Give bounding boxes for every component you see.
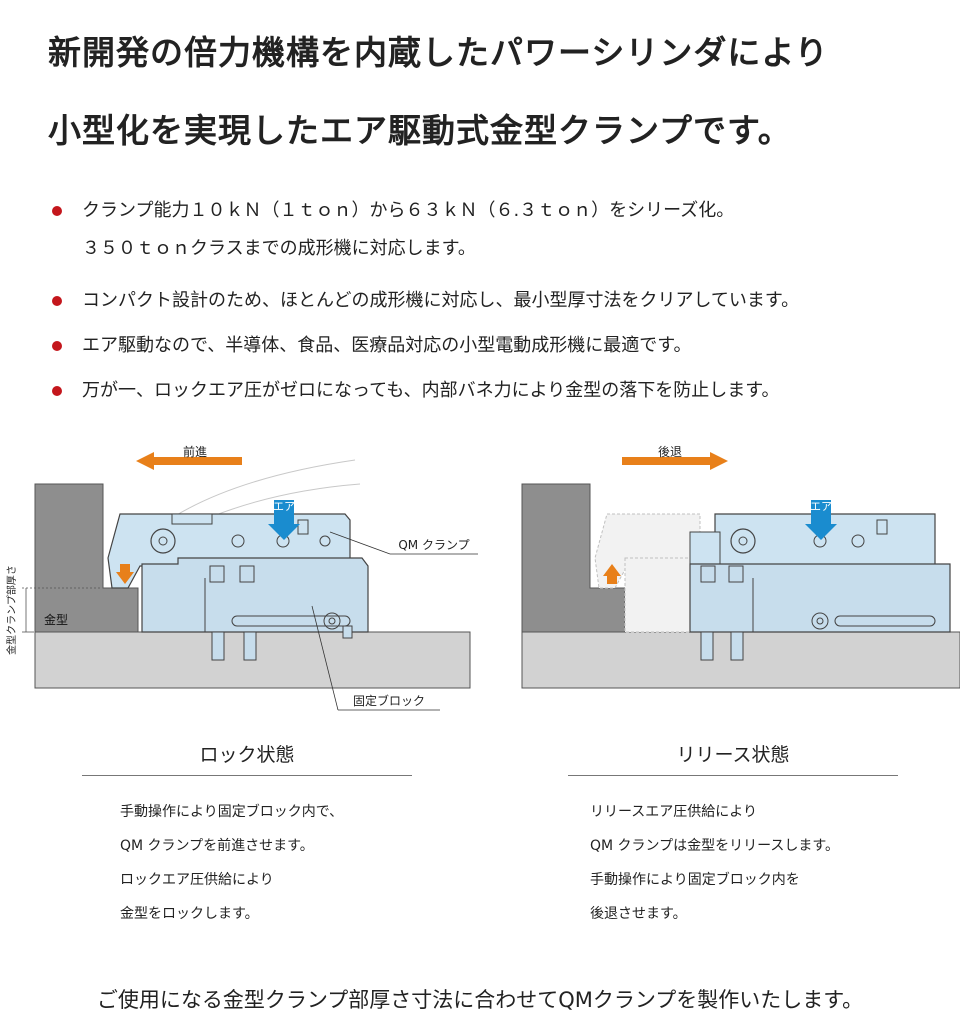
bolt-icon: [323, 612, 341, 630]
qm-clamp-label: QM クランプ: [398, 538, 469, 552]
description-line: QM クランプを前進させます。: [120, 838, 314, 854]
description-line: 手動操作により固定ブロック内で、: [120, 804, 344, 820]
pivot-pin-icon: [150, 528, 176, 554]
clamp-down-arrow-icon: [116, 564, 134, 584]
slot: [834, 615, 936, 627]
t-bolt: [243, 631, 257, 661]
headline-line-1: 新開発の倍力機構を内蔵したパワーシリンダにより: [48, 33, 829, 72]
bullet-dot-icon: [52, 206, 62, 216]
bolt-icon: [811, 612, 829, 630]
air-label: エア: [273, 500, 295, 513]
forward-arrow-icon: [136, 452, 242, 470]
feature-text: エア駆動なので、半導体、食品、医療品対応の小型電動成形機に最適です。: [82, 335, 692, 356]
feature-list: クランプ能力１０ｋＮ（１ｔｏｎ）から６３ｋＮ（６.３ｔｏｎ）をシリーズ化。 ３５…: [48, 196, 948, 421]
description-line: 手動操作により固定ブロック内を: [590, 872, 800, 888]
feature-text: 万が一、ロックエア圧がゼロになっても、内部バネ力により金型の落下を防止します。: [82, 380, 780, 401]
bolt-icon: [851, 534, 865, 548]
release-state-diagram: 後退 エア: [515, 438, 960, 732]
mold-shape: [34, 483, 139, 633]
slot: [231, 615, 351, 627]
description-line: QM クランプは金型をリリースします。: [590, 838, 840, 854]
clamp-ghost-outline: [594, 513, 701, 589]
description-line: リリースエア圧供給により: [590, 804, 758, 820]
feature-text: コンパクト設計のため、ほとんどの成形機に対応し、最小型厚寸法をクリアしています。: [82, 290, 800, 311]
feature-item: コンパクト設計のため、ほとんどの成形機に対応し、最小型厚寸法をクリアしています。: [48, 286, 948, 331]
headline-line-2: 小型化を実現したエア駆動式金型クランプです。: [48, 111, 792, 150]
release-state-description: リリースエア圧供給により QM クランプは金型をリリースします。 手動操作により…: [590, 800, 839, 936]
description-line: 金型をロックします。: [120, 906, 259, 922]
air-arrow-icon: [268, 500, 300, 540]
feature-item: エア駆動なので、半導体、食品、医療品対応の小型電動成形機に最適です。: [48, 331, 948, 376]
t-bolt: [700, 631, 714, 661]
release-diagram-svg: 後退 エア: [521, 445, 960, 689]
air-arrow-icon: [805, 500, 837, 540]
hand-outline: [174, 459, 356, 517]
pivot-pin-icon: [730, 528, 756, 554]
fixed-block: [141, 557, 369, 633]
lock-state-description: 手動操作により固定ブロック内で、 QM クランプを前進させます。 ロックエア圧供…: [120, 800, 343, 936]
lock-diagram-svg: 前進 エア QM クランプ 固定ブロック 金型 金型クランプ部厚さ: [5, 444, 478, 711]
forward-label: 前進: [183, 444, 207, 459]
fixed-block: [689, 563, 951, 633]
description-line: 後退させます。: [590, 906, 687, 922]
backward-label: 後退: [658, 445, 682, 459]
feature-item: 万が一、ロックエア圧がゼロになっても、内部バネ力により金型の落下を防止します。: [48, 376, 948, 421]
air-label: エア: [810, 500, 832, 513]
description-line: ロックエア圧供給により: [120, 872, 274, 888]
t-bolt: [211, 631, 225, 661]
bullet-dot-icon: [52, 386, 62, 396]
release-state-title: リリース状態: [568, 740, 898, 776]
feature-text: クランプ能力１０ｋＮ（１ｔｏｎ）から６３ｋＮ（６.３ｔｏｎ）をシリーズ化。: [82, 200, 735, 221]
clamp-up-arrow-icon: [603, 564, 621, 584]
mold-label: 金型: [44, 612, 68, 627]
bolt-icon: [319, 535, 331, 547]
lock-state-title: ロック状態: [82, 740, 412, 776]
leader-line: [329, 531, 391, 555]
feature-text-continuation: ３５０ｔｏｎクラスまでの成形機に対応します。: [82, 238, 476, 259]
bullet-dot-icon: [52, 341, 62, 351]
thickness-label: 金型クランプ部厚さ: [5, 565, 18, 655]
t-bolt: [730, 631, 744, 661]
footer-note: ご使用になる金型クランプ部厚さ寸法に合わせてQMクランプを製作いたします。: [96, 988, 864, 1012]
feature-item: クランプ能力１０ｋＮ（１ｔｏｎ）から６３ｋＮ（６.３ｔｏｎ）をシリーズ化。 ３５…: [48, 196, 948, 286]
bullet-dot-icon: [52, 296, 62, 306]
fixed-block-label: 固定ブロック: [353, 693, 425, 708]
bolt-icon: [231, 534, 245, 548]
lock-state-diagram: 前進 エア QM クランプ 固定ブロック 金型 金型クランプ部厚さ: [0, 438, 480, 732]
backward-arrow-icon: [622, 452, 728, 470]
